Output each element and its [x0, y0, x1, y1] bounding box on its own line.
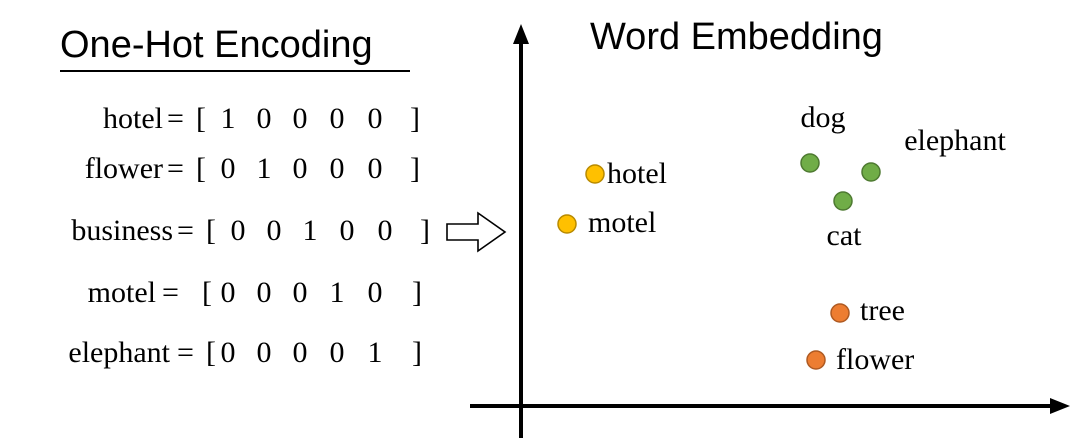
- close-bracket: ]: [412, 276, 422, 309]
- close-bracket: ]: [420, 214, 430, 247]
- vector-digit: 0: [256, 336, 272, 369]
- vector-digit: 1: [220, 102, 236, 135]
- close-bracket: ]: [412, 336, 422, 369]
- embedding-point-motel: motel: [557, 206, 656, 239]
- point-label: cat: [827, 219, 863, 252]
- vector-digit: 1: [302, 214, 318, 247]
- point-marker: [557, 214, 577, 234]
- vector-digit: 1: [367, 336, 383, 369]
- vector-digit: 0: [339, 214, 355, 247]
- point-marker: [800, 153, 820, 173]
- point-marker: [830, 303, 850, 323]
- equals-sign: =: [167, 152, 184, 185]
- word-embedding-title: Word Embedding: [590, 16, 883, 58]
- hollow-right-arrow-icon: [446, 211, 507, 253]
- vector-digit: 0: [292, 152, 308, 185]
- vector-digit: 0: [256, 276, 272, 309]
- embedding-point-tree: tree: [830, 294, 905, 327]
- vector-digit: 0: [292, 102, 308, 135]
- vector-digit: 0: [230, 214, 246, 247]
- point-label: flower: [836, 343, 914, 376]
- one-hot-title: One-Hot Encoding: [60, 24, 373, 66]
- vector-digit: 0: [367, 102, 383, 135]
- title-underline: [60, 70, 410, 72]
- equals-sign: =: [167, 102, 184, 135]
- open-bracket: [: [202, 276, 212, 309]
- embedding-point-cat: cat: [827, 191, 863, 252]
- vector-digit: 0: [329, 102, 345, 135]
- one-hot-word: business: [71, 214, 173, 247]
- embedding-point-elephant: elephant: [861, 124, 1006, 182]
- point-label: hotel: [607, 157, 667, 190]
- embedding-point-dog: dog: [800, 101, 846, 173]
- vector-digit: 0: [266, 214, 282, 247]
- equals-sign: =: [177, 214, 194, 247]
- open-bracket: [: [196, 152, 206, 185]
- open-bracket: [: [206, 214, 216, 247]
- open-bracket: [: [206, 336, 216, 369]
- point-label: dog: [801, 101, 846, 134]
- one-hot-word: flower: [84, 152, 163, 185]
- point-marker: [861, 162, 881, 182]
- embedding-axes: [470, 24, 1070, 438]
- open-bracket: [: [196, 102, 206, 135]
- vector-digit: 0: [256, 102, 272, 135]
- point-label: tree: [860, 294, 905, 327]
- embedding-point-flower: flower: [806, 343, 914, 376]
- one-hot-word: hotel: [103, 102, 163, 135]
- vector-digit: 0: [367, 276, 383, 309]
- point-marker: [585, 164, 605, 184]
- y-axis-arrowhead: [513, 24, 529, 44]
- equals-sign: =: [162, 276, 179, 309]
- close-bracket: ]: [410, 152, 420, 185]
- embedding-points: hotel motel dog elephant cat tree flower: [557, 101, 1006, 376]
- vector-digit: 0: [292, 276, 308, 309]
- vector-digit: 0: [220, 336, 236, 369]
- vector-digit: 0: [329, 152, 345, 185]
- vector-digit: 0: [329, 336, 345, 369]
- one-hot-word: motel: [87, 276, 156, 309]
- point-label: motel: [588, 206, 656, 239]
- vector-digit: 0: [367, 152, 383, 185]
- close-bracket: ]: [410, 102, 420, 135]
- vector-digit: 0: [377, 214, 393, 247]
- vector-digit: 1: [256, 152, 272, 185]
- one-hot-word: elephant: [68, 336, 170, 369]
- vector-digit: 0: [292, 336, 308, 369]
- vector-digit: 0: [220, 276, 236, 309]
- point-marker: [806, 350, 826, 370]
- x-axis-arrowhead: [1050, 398, 1070, 414]
- point-label: elephant: [904, 124, 1006, 157]
- equals-sign: =: [177, 336, 194, 369]
- point-marker: [833, 191, 853, 211]
- embedding-point-hotel: hotel: [585, 157, 667, 190]
- vector-digit: 1: [329, 276, 345, 309]
- vector-digit: 0: [220, 152, 236, 185]
